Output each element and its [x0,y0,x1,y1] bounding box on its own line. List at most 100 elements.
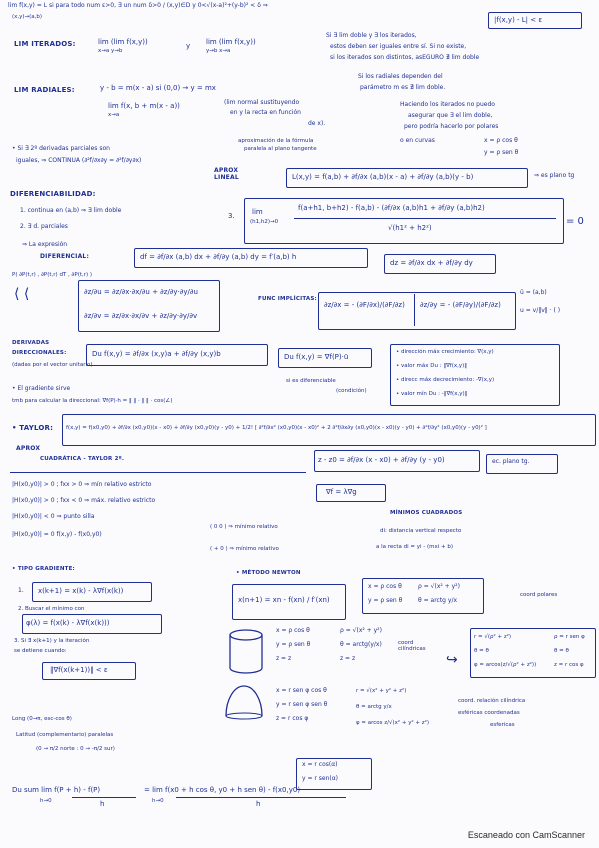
polar-box [362,578,484,614]
differential-heading: DIFERENCIAL: [40,253,90,260]
differentiability-lim-sub: (h1,h2)→0 [250,219,279,225]
latitude-note: Latitud (complementario) paralelas [16,732,114,738]
iterated-limit-1-sub: x→a y→b [98,48,123,54]
gradient-properties-box [390,344,560,406]
tangent-plane-label: ec. plano tg. [492,458,530,465]
chain-rule-left: P( ∂P(t,r) , ∂P(t,r) dT , ∂P(t,r) ) [12,272,93,278]
directional-limit-1-sub: h→0 [40,798,52,804]
radial-limit-sub: x→a [108,112,120,118]
gradient-prop-3: • direcc máx decrecimiento: -∇(x,y) [396,377,495,383]
radial-param-note-1: Si los radiales dependen del [358,73,443,80]
taylor-box [62,414,596,446]
matrix-case-1: ( 0 0 ) ⇒ mínimo relativo [210,524,278,530]
gradient-prop-4: • valor mín Du : -‖∇f(x,y)‖ [396,391,468,397]
differentiability-heading: DIFERENCIABILIDAD: [10,190,96,198]
directional-formula: Du f(x,y) = ∂f/∂x (x,y)a + ∂f/∂y (x,y)b [92,350,221,358]
limit-definition-result: |f(x,y) - L| < ε [494,16,543,24]
cyl-sph-r: r = √(ρ² + z²) [474,634,512,640]
stop-criterion-formula: ‖∇f(x(k+1))‖ < ε [50,666,108,674]
iterated-limit-2: lim (lim f(x,y)) [206,38,256,46]
transform-arrow-icon: ↪ [446,652,458,668]
differentiability-equals: = 0 [566,216,584,227]
polar-note-4: o en curvas [400,137,435,144]
radial-limit: lim f(x, b + m(x - a)) [108,102,180,110]
cylindrical-to-spherical-box [470,628,596,678]
implicit-divider [414,294,415,326]
spherical-theta: θ = arctg y/x [356,704,392,710]
line-search-formula: φ(λ) = f(x(k) - λ∇f(x(k))) [26,619,110,627]
directional-box [86,344,268,366]
section-divider [10,472,306,473]
spherical-phi: φ = arcos z/√(x² + y² + z²) [356,720,430,726]
least-squares-note-2: a la recta di = yi - (mxi + b) [376,544,454,550]
radial-note-2: en y la recta en función [230,109,301,116]
tangent-plane-label-box [486,454,558,474]
taylor-formula: f(x,y) = f(x0,y0) + ∂f/∂x (x0,y0)(x - x0… [66,425,487,431]
polar-x: x = ρ cos θ [484,137,518,144]
implicit-functions-box [318,292,516,330]
gradient-iteration-box [32,582,152,602]
continuity-note-1: • Si ∃ 2º derivadas parciales son [12,145,110,152]
directional-limit-2: = lim f(x0 + h cos θ, y0 + h sen θ) - f(… [144,786,301,794]
polar-note-1: Haciendo los iterados no puedo [400,101,495,108]
newton-formula: x(n+1) = xn - f(xn) / f′(xn) [238,596,330,604]
directional-limit-2-sub: h→0 [152,798,164,804]
iterated-note-3: si los iterados son distintos, asEGURO ∄… [330,54,480,61]
quadratic-approx-heading-1: APROX [16,445,41,452]
continuity-note-2: iguales, ⇒ CONTINUA (∂²f/∂x∂y = ∂²f/∂y∂x… [16,157,142,164]
polar-note-3: pero podría hacerlo por polares [404,123,499,130]
spherical-label-3: esfericas [490,722,515,728]
implicit-dz-dx: ∂z/∂x = - (∂F/∂x)/(∂F/∂z) [324,301,405,309]
differentiability-step-3: 3. [228,212,235,220]
param-x: x = r cos(α) [302,761,338,768]
taylor-heading: • TAYLOR: [12,424,54,432]
polar-coord-label: coord polares [520,592,558,598]
newton-box [232,584,346,620]
differential-box [134,248,368,268]
gradient-directional-formula: Du f(x,y) = ∇f(P)·ū [284,353,349,361]
radial-param-note-2: parámetro m es ∄ lim doble. [360,84,446,91]
polar-coord-rho: ρ = √(x² + y²) [418,583,460,590]
hessian-case-3: |H(x0,y0)| < 0 ⇒ punto silla [12,513,95,520]
spherical-label-2: esféricas coordenadas [458,710,520,716]
polar-note-2: asegurar que ∃ el lim doble, [408,112,493,119]
line-search-box [22,614,162,634]
implicit-functions-heading: FUNC IMPLÍCITAS: [258,296,317,302]
chain-tree-icon: ⟨ ⟨ [14,286,30,302]
gradient-use-2: tmb para calcular la direccional: ∇f(P)·… [12,398,173,404]
sph-cyl-rho: ρ = r sen φ [554,634,585,640]
cylindrical-rho: ρ = √(x² + y²) [340,627,382,634]
polar-coord-y: y = ρ sen θ [368,597,403,604]
expression-label: ⇒ La expresión [22,241,68,248]
linear-approx-note: ⇒ es plano tg [534,172,575,179]
differentiability-lim: lim [252,208,263,216]
cylindrical-x: x = ρ cos θ [276,627,310,634]
differential-formula: df = ∂f/∂x (a,b) dx + ∂f/∂y (a,b) dy = f… [140,253,297,261]
latitude-range: (0 → π/2 norte : 0 → -π/2 sur) [36,746,115,752]
cylindrical-theta: θ = arctg(y/x) [340,641,382,648]
radial-line-equation: y - b = m(x - a) si (0,0) → y = mx [100,84,216,92]
tangent-plane-formula: z - z0 = ∂f/∂x (x - x0) + ∂f/∂y (y - y0) [318,456,445,464]
sph-cyl-z: z = r cos φ [554,662,584,668]
differentiability-step-1: 1. continua en (a,b) ⇒ ∃ lim doble [20,207,122,214]
least-squares-heading: MÍNIMOS CUADRADOS [390,510,463,516]
cyl-sph-theta: θ = θ [474,648,489,654]
directional-heading-2: DIRECCIONALES: [12,350,67,356]
lagrange-formula: ∇f = λ∇g [326,488,357,496]
directional-limit-2-den: h [256,800,261,808]
longitude-note: Long (0→π, esc-cos θ) [12,716,72,722]
linear-approx-heading: APROX LINEAL [214,167,239,181]
total-differential-formula: dz = ∂f/∂x dx + ∂f/∂y dy [390,259,473,267]
total-differential-box [384,254,496,274]
iterated-limit-1: lim (lim f(x,y)) [98,38,148,46]
sph-cyl-theta: θ = θ [554,648,569,654]
stop-criterion-box [42,662,136,680]
gradient-use-1: • El gradiente sirve [12,385,71,392]
chain-rule-box [78,280,220,332]
newton-heading: • MÉTODO NEWTON [236,570,301,576]
gradient-stop-label: se detiene cuando: [14,648,67,654]
approx-note-2: paralela al plano tangente [244,146,317,152]
cylinder-icon [229,629,263,674]
directional-limit-1: Du sum lim f(P + h) - f(P) [12,786,101,794]
spherical-r: r = √(x² + y² + z²) [356,688,407,694]
